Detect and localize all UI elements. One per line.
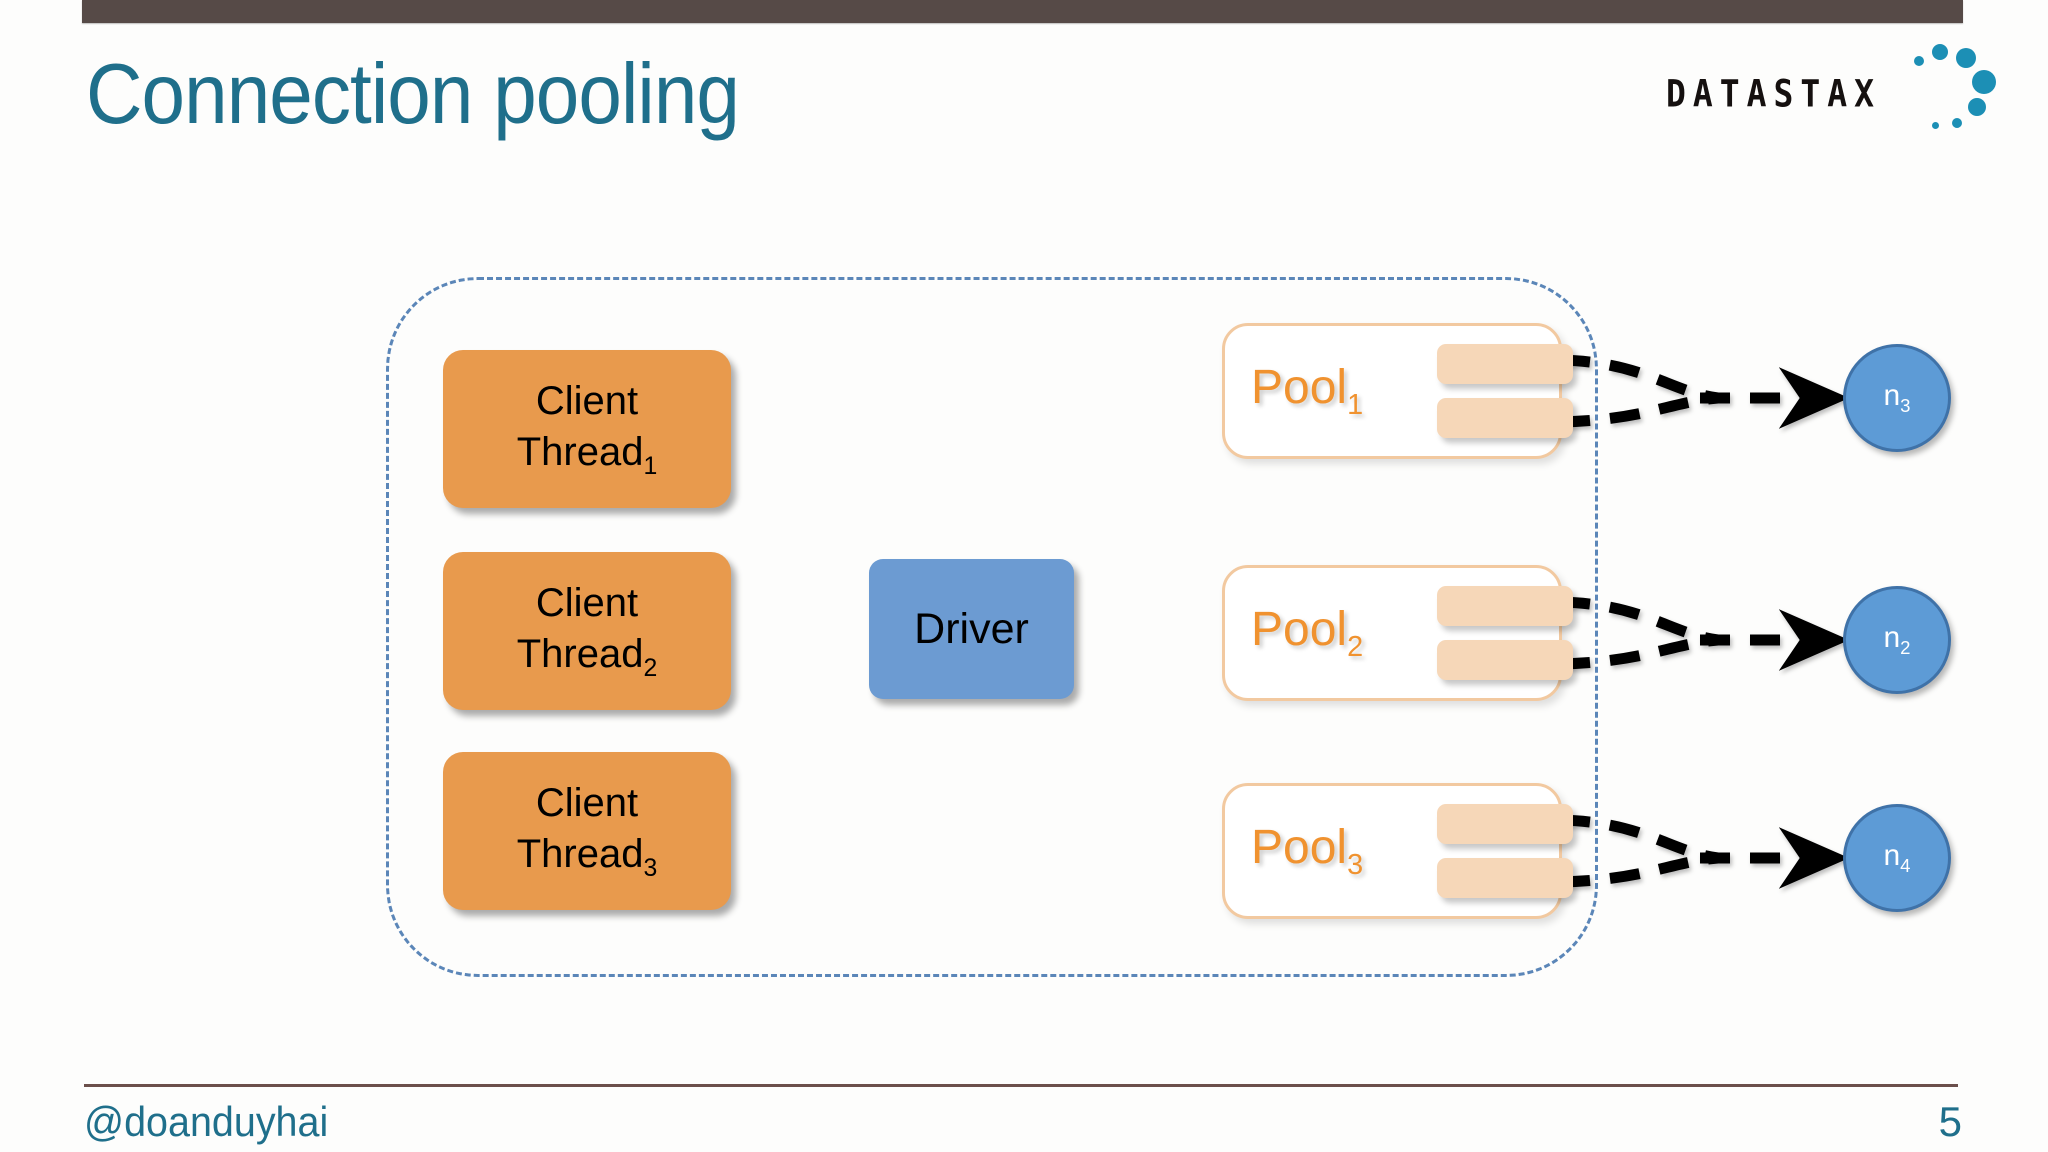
cassandra-node-n4[interactable]: n4 bbox=[1843, 804, 1951, 912]
pool-connection-stack-2 bbox=[1437, 586, 1573, 680]
client-thread-label-line2: Thread bbox=[516, 429, 644, 474]
driver-label: Driver bbox=[914, 604, 1029, 653]
datastax-wordmark: DATASTAX bbox=[1666, 72, 1881, 116]
client-thread-subscript: 1 bbox=[643, 452, 658, 480]
client-thread-label-line1: Client bbox=[535, 780, 639, 825]
node-label: n2 bbox=[1883, 621, 1911, 658]
cassandra-node-n3[interactable]: n3 bbox=[1843, 344, 1951, 452]
client-thread-label-line1: Client bbox=[535, 580, 639, 625]
pool-box-2[interactable]: Pool2 bbox=[1222, 565, 1573, 701]
driver-box[interactable]: Driver bbox=[869, 559, 1074, 699]
client-thread-box-1[interactable]: Client Thread1 bbox=[443, 350, 731, 508]
page-title: Connection pooling bbox=[86, 47, 740, 142]
pool-connection-bar[interactable] bbox=[1437, 858, 1573, 898]
footer-divider bbox=[84, 1084, 1958, 1087]
client-thread-box-3[interactable]: Client Thread3 bbox=[443, 752, 731, 910]
pool-connection-bar[interactable] bbox=[1437, 804, 1573, 844]
client-thread-label-line2: Thread bbox=[516, 831, 644, 876]
node-label: n3 bbox=[1883, 379, 1911, 416]
pool-box-1[interactable]: Pool1 bbox=[1222, 323, 1573, 459]
client-thread-label-line2: Thread bbox=[516, 631, 644, 676]
client-thread-subscript: 2 bbox=[643, 654, 658, 682]
pool-connection-stack-3 bbox=[1437, 804, 1573, 898]
pool-label-2: Pool2 bbox=[1251, 603, 1364, 663]
node-label: n4 bbox=[1883, 839, 1911, 876]
top-accent-bar bbox=[82, 0, 1963, 23]
datastax-dot-swirl-icon bbox=[1894, 42, 1996, 129]
client-thread-subscript: 3 bbox=[643, 854, 658, 882]
driver-scope-boundary bbox=[386, 277, 1598, 977]
pool-label-1: Pool1 bbox=[1251, 361, 1364, 421]
pool-connection-stack-1 bbox=[1437, 344, 1573, 438]
client-thread-label-line1: Client bbox=[535, 378, 639, 423]
pool-box-3[interactable]: Pool3 bbox=[1222, 783, 1573, 919]
pool-connection-bar[interactable] bbox=[1437, 640, 1573, 680]
author-handle: @doanduyhai bbox=[84, 1098, 329, 1145]
client-thread-box-2[interactable]: Client Thread2 bbox=[443, 552, 731, 710]
page-number: 5 bbox=[1938, 1098, 1962, 1145]
datastax-logo: DATASTAX bbox=[1666, 42, 1996, 129]
pool-connection-bar[interactable] bbox=[1437, 398, 1573, 438]
pool-connection-bar[interactable] bbox=[1437, 586, 1573, 626]
pool-connection-bar[interactable] bbox=[1437, 344, 1573, 384]
cassandra-node-n2[interactable]: n2 bbox=[1843, 586, 1951, 694]
pool-label-3: Pool3 bbox=[1251, 821, 1364, 881]
